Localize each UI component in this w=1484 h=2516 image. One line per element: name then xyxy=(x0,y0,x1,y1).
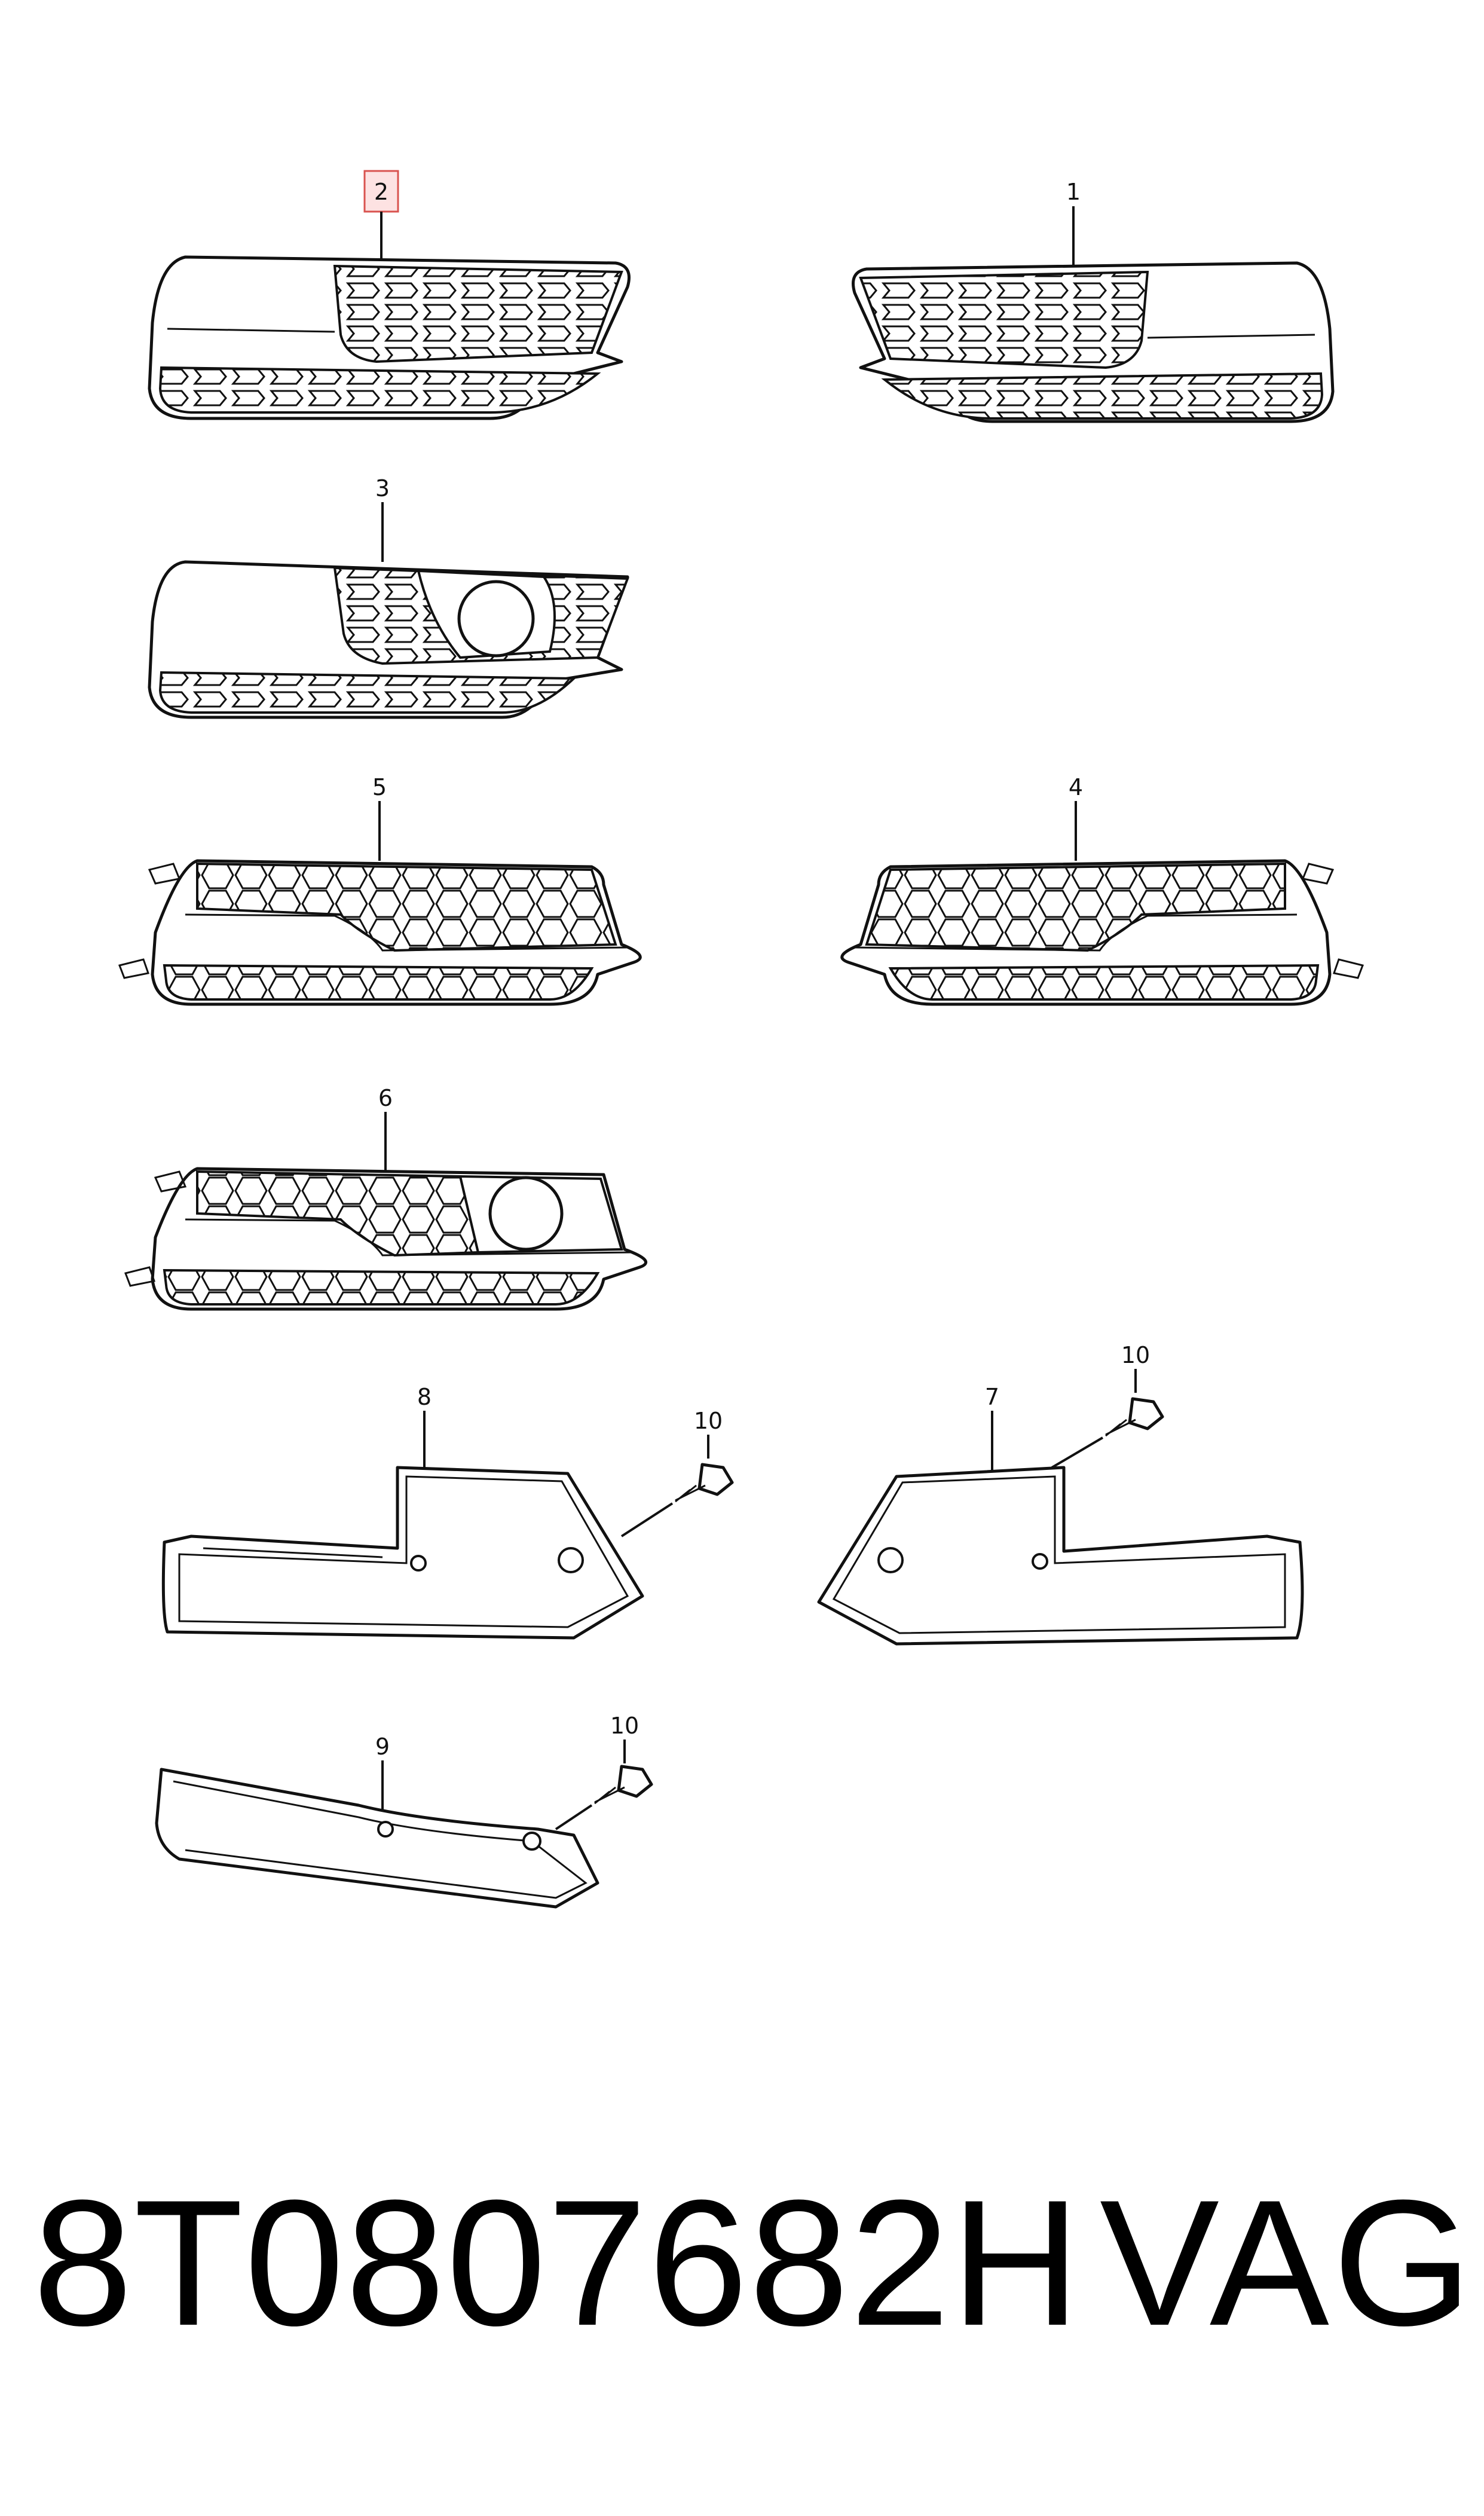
callout-10-a[interactable]: 10 xyxy=(694,1408,723,1434)
brand-name: VAG xyxy=(1100,2162,1476,2363)
part-number: 8T0807682H xyxy=(33,2162,1082,2363)
footer: 8T0807682H VAG xyxy=(0,2164,1484,2361)
trim-part-9: 9 xyxy=(155,1734,599,1909)
screw-part-10-c: 10 xyxy=(555,1713,653,1830)
callout-5[interactable]: 5 xyxy=(372,774,387,800)
callout-3[interactable]: 3 xyxy=(375,475,390,502)
callout-10-b[interactable]: 10 xyxy=(1121,1342,1150,1368)
callout-6[interactable]: 6 xyxy=(378,1085,393,1111)
bracket-part-8: 8 xyxy=(161,1384,644,1640)
callout-9[interactable]: 9 xyxy=(375,1734,390,1760)
callout-4[interactable]: 4 xyxy=(1069,774,1083,800)
grille-part-5: 5 xyxy=(118,774,642,1006)
callout-1[interactable]: 1 xyxy=(1066,179,1081,205)
screw-part-10-a: 10 xyxy=(620,1408,734,1537)
callout-2[interactable]: 2 xyxy=(374,179,388,205)
screw-part-10-b: 10 xyxy=(1051,1342,1164,1469)
callout-8[interactable]: 8 xyxy=(417,1384,432,1410)
grille-part-6: 6 xyxy=(124,1085,648,1311)
grille-part-1: 1 xyxy=(852,179,1335,423)
callout-10-c[interactable]: 10 xyxy=(610,1713,639,1739)
bracket-part-7: 7 xyxy=(817,1384,1304,1646)
callout-7[interactable]: 7 xyxy=(985,1384,999,1410)
grille-part-4: 4 xyxy=(840,774,1364,1006)
grille-part-2: 2 xyxy=(148,170,631,420)
grille-part-3: 3 xyxy=(148,475,629,719)
